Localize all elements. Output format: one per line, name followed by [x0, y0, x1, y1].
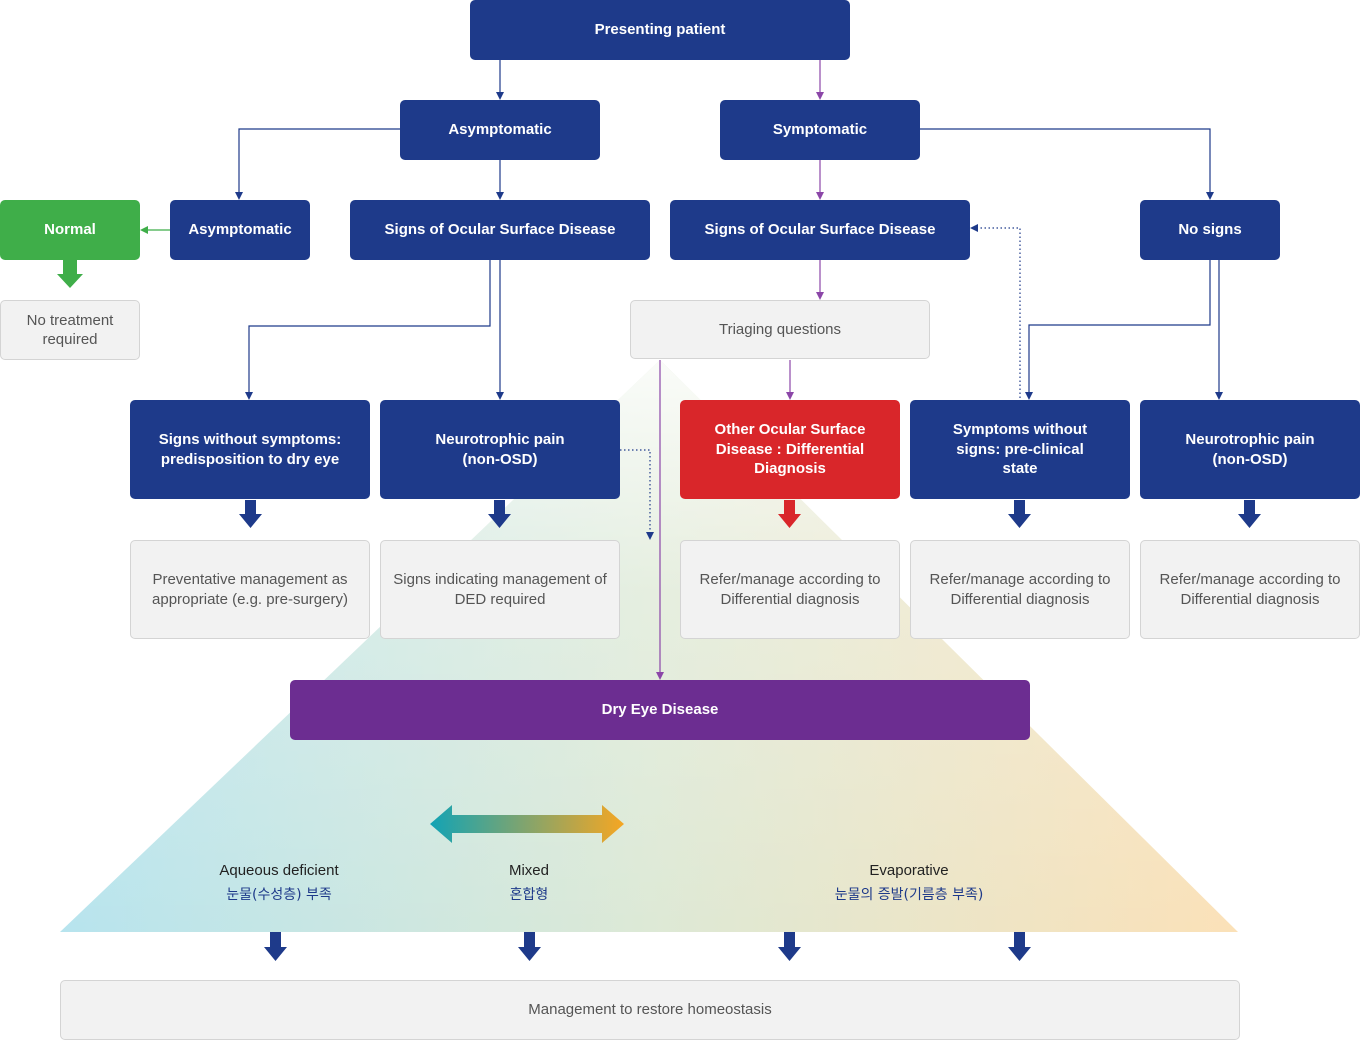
signs-without-symptoms-label: Signs without symptoms: predisposition t…	[158, 431, 342, 468]
no-signs-node: No signs	[1140, 200, 1280, 260]
refer-manage-label-2: Refer/manage according to Differential d…	[929, 571, 1111, 608]
other-osd-label: Other Ocular Surface Disease : Different…	[714, 421, 866, 478]
triaging-questions-node: Triaging questions	[630, 300, 930, 359]
signs-without-symptoms-node: Signs without symptoms: predisposition t…	[130, 400, 370, 499]
normal-node: Normal	[0, 200, 140, 260]
refer-manage-node-1: Refer/manage according to Differential d…	[680, 540, 900, 639]
neurotrophic-pain-left-node: Neurotrophic pain (non-OSD)	[380, 400, 620, 499]
other-osd-node: Other Ocular Surface Disease : Different…	[680, 400, 900, 499]
refer-manage-node-3: Refer/manage according to Differential d…	[1140, 540, 1360, 639]
evaporative-ko: 눈물의 증발(기름층 부족)	[834, 887, 984, 903]
signs-indicating-management-label: Signs indicating management of DED requi…	[393, 571, 607, 608]
aqueous-deficient-en: Aqueous deficient	[219, 862, 339, 879]
signs-osd-right-label: Signs of Ocular Surface Disease	[704, 221, 936, 239]
preventative-management-label: Preventative management as appropriate (…	[152, 571, 348, 608]
asymptomatic-label: Asymptomatic	[448, 121, 552, 139]
no-signs-label: No signs	[1178, 221, 1242, 239]
dry-eye-disease-node: Dry Eye Disease	[290, 680, 1030, 740]
symptoms-without-signs-label: Symptoms without signs: pre-clinical sta…	[952, 421, 1088, 478]
neurotrophic-pain-right-label: Neurotrophic pain (non-OSD)	[1185, 431, 1315, 468]
preventative-management-node: Preventative management as appropriate (…	[130, 540, 370, 639]
asymptomatic-sub-node: Asymptomatic	[170, 200, 310, 260]
dry-eye-disease-label: Dry Eye Disease	[601, 701, 719, 719]
aqueous-deficient-ko: 눈물(수성층) 부족	[226, 887, 332, 903]
refer-manage-label-1: Refer/manage according to Differential d…	[699, 571, 881, 608]
mixed-label: Mixed 혼합형	[459, 859, 599, 907]
symptomatic-node: Symptomatic	[720, 100, 920, 160]
normal-label: Normal	[44, 221, 96, 239]
symptomatic-label: Symptomatic	[772, 121, 868, 139]
refer-manage-node-2: Refer/manage according to Differential d…	[910, 540, 1130, 639]
neurotrophic-pain-right-node: Neurotrophic pain (non-OSD)	[1140, 400, 1360, 499]
asymptomatic-node: Asymptomatic	[400, 100, 600, 160]
aqueous-deficient-label: Aqueous deficient 눈물(수성층) 부족	[179, 859, 379, 907]
no-treatment-node: No treatment required	[0, 300, 140, 360]
neurotrophic-pain-left-label: Neurotrophic pain (non-OSD)	[435, 431, 565, 468]
mixed-ko: 혼합형	[509, 887, 549, 903]
presenting-patient-node: Presenting patient	[470, 0, 850, 60]
signs-osd-left-label: Signs of Ocular Surface Disease	[384, 221, 616, 239]
triaging-questions-label: Triaging questions	[718, 320, 841, 338]
presenting-patient-label: Presenting patient	[594, 21, 726, 39]
mixed-en: Mixed	[508, 862, 549, 879]
signs-osd-right-node: Signs of Ocular Surface Disease	[670, 200, 970, 260]
signs-osd-left-node: Signs of Ocular Surface Disease	[350, 200, 650, 260]
signs-indicating-management-node: Signs indicating management of DED requi…	[380, 540, 620, 639]
evaporative-label: Evaporative 눈물의 증발(기름층 부족)	[789, 859, 1029, 907]
symptoms-without-signs-node: Symptoms without signs: pre-clinical sta…	[910, 400, 1130, 499]
evaporative-en: Evaporative	[869, 862, 949, 879]
refer-manage-label-3: Refer/manage according to Differential d…	[1159, 571, 1341, 608]
asymptomatic-sub-label: Asymptomatic	[188, 221, 292, 239]
no-treatment-label: No treatment required	[26, 311, 114, 349]
management-homeostasis-label: Management to restore homeostasis	[528, 1001, 772, 1019]
management-homeostasis-node: Management to restore homeostasis	[60, 980, 1240, 1040]
